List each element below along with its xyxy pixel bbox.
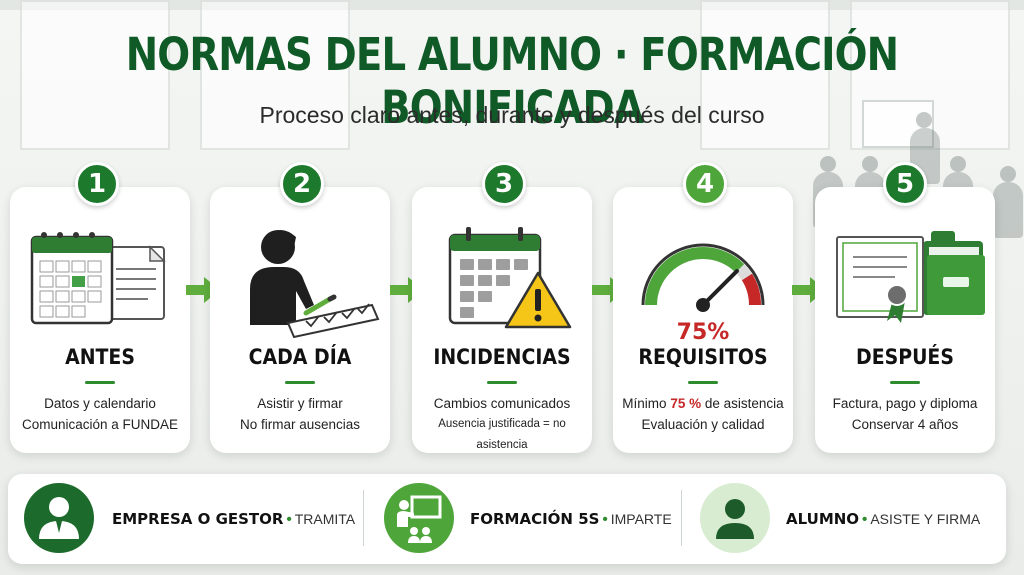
calendar-document-icon xyxy=(10,207,190,347)
divider xyxy=(363,490,364,546)
gauge-percentage-label: 75% xyxy=(677,320,730,345)
title-underline xyxy=(688,381,718,384)
title-underline xyxy=(890,381,920,384)
businessman-icon xyxy=(24,483,94,553)
title-underline xyxy=(487,381,517,384)
step-description: Cambios comunicados Ausencia justificada… xyxy=(433,396,571,451)
person-signing-icon xyxy=(210,207,390,347)
step-number-badge: 4 xyxy=(683,162,727,206)
page-subtitle: Proceso claro antes, durante y después d… xyxy=(259,102,765,128)
gauge-icon: 75% xyxy=(613,207,793,347)
step-description: Asistir y firmar No firmar ausencias xyxy=(239,396,361,432)
roles-panel: EMPRESA O GESTOR•TRAMITA FORMACIÓN 5S•IM… xyxy=(8,474,1006,564)
step-title: CADA DÍA xyxy=(248,345,352,369)
step-description: Factura, pago y diploma Conservar 4 años xyxy=(832,396,978,432)
page-title: NORMAS DEL ALUMNO · FORMACIÓN BONIFICADA xyxy=(125,28,899,134)
title-underline xyxy=(285,381,315,384)
step-card-cada-dia: CADA DÍA Asistir y firmar No firmar ause… xyxy=(210,187,390,453)
step-number-badge: 2 xyxy=(280,162,324,206)
title-underline xyxy=(85,381,115,384)
step-number-badge: 1 xyxy=(75,162,119,206)
step-card-requisitos: 75% REQUISITOS Mínimo 75 % de asistencia… xyxy=(613,187,793,453)
step-description: Mínimo 75 % de asistencia Evaluación y c… xyxy=(622,396,784,432)
role-empresa: EMPRESA O GESTOR•TRAMITA xyxy=(112,510,356,528)
step-title: DESPUÉS xyxy=(856,345,954,369)
step-card-incidencias: INCIDENCIAS Cambios comunicados Ausencia… xyxy=(412,187,592,453)
diploma-folder-icon xyxy=(815,207,995,347)
student-icon xyxy=(700,483,770,553)
step-title: INCIDENCIAS xyxy=(433,345,571,369)
step-number-badge: 5 xyxy=(883,162,927,206)
role-alumno: ALUMNO•ASISTE Y FIRMA xyxy=(786,510,981,528)
divider xyxy=(681,490,682,546)
step-number-badge: 3 xyxy=(482,162,526,206)
step-card-antes: ANTES Datos y calendario Comunicación a … xyxy=(10,187,190,453)
step-description: Datos y calendario Comunicación a FUNDAE xyxy=(21,396,179,432)
role-formacion: FORMACIÓN 5S•IMPARTE xyxy=(470,510,672,528)
teacher-board-icon xyxy=(384,483,454,553)
step-card-despues: DESPUÉS Factura, pago y diploma Conserva… xyxy=(815,187,995,453)
calendar-warning-icon xyxy=(412,207,592,347)
step-title: REQUISITOS xyxy=(638,345,768,369)
step-title: ANTES xyxy=(65,345,135,369)
